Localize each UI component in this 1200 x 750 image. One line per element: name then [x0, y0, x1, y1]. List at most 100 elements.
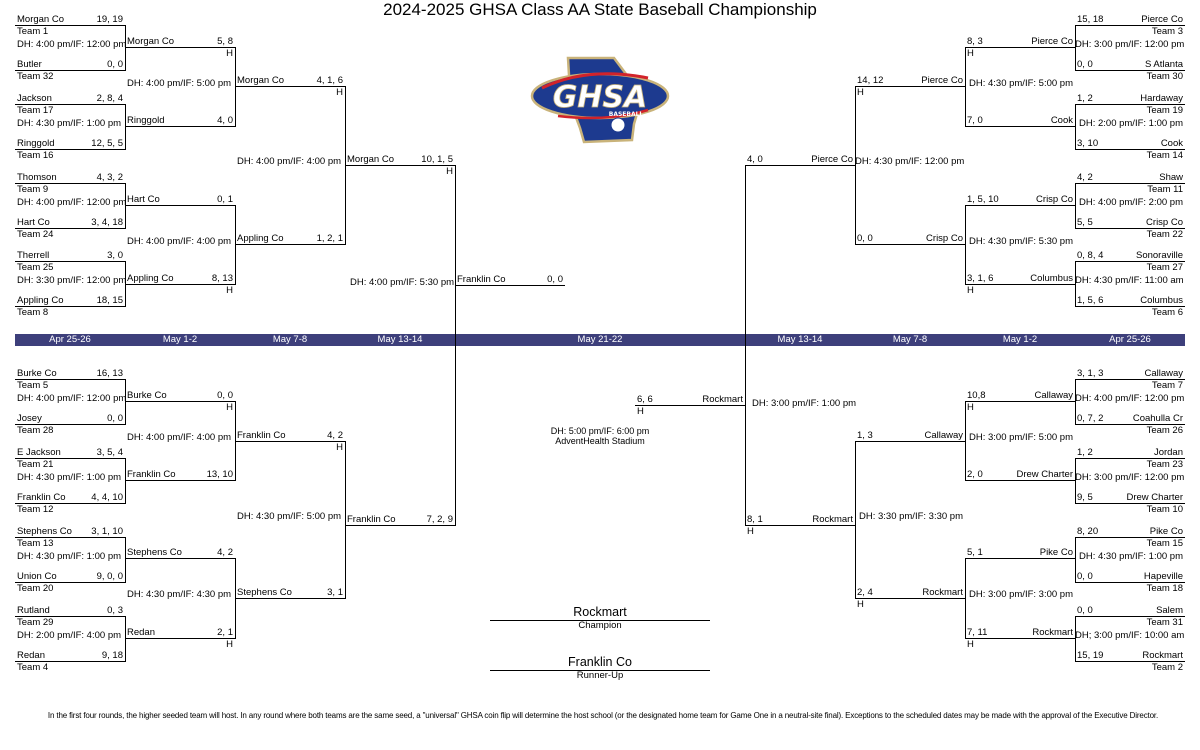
round-date: May 13-14 [377, 334, 423, 345]
team-score: 0, 0 [107, 413, 123, 424]
bracket-line [855, 441, 965, 442]
bracket-connector [125, 25, 126, 71]
team-name: Rockmart [702, 394, 743, 405]
game-schedule: DH: 2:00 pm/IF: 1:00 pm [1078, 117, 1183, 129]
team-name: Burke Co [127, 390, 167, 401]
home-indicator: H [336, 87, 343, 98]
bracket-connector [965, 205, 966, 285]
champion-label: Champion [578, 620, 622, 631]
bracket-connector [965, 401, 966, 481]
team-seed: Team 30 [1146, 71, 1183, 82]
team-seed: Team 27 [1146, 262, 1183, 273]
bracket-line [15, 104, 125, 105]
bracket-line [1075, 458, 1185, 459]
bracket-line [125, 284, 235, 285]
bracket-line [855, 598, 965, 599]
team-seed: Team 4 [17, 662, 49, 673]
team-score: 1, 2, 1 [316, 233, 343, 244]
team-seed: Team 3 [1151, 26, 1183, 37]
team-seed: Team 24 [17, 229, 54, 240]
team-name: Appling Co [237, 233, 284, 244]
team-seed: Team 23 [1146, 459, 1183, 470]
team-score: 3, 4, 18 [91, 217, 123, 228]
team-name: Pierce Co [811, 154, 853, 165]
team-seed: Team 13 [17, 538, 54, 549]
team-name: Coahulla Cr [1132, 413, 1183, 424]
team-score: 3, 1 [327, 587, 343, 598]
home-indicator: H [967, 285, 974, 296]
team-seed: Team 10 [1146, 504, 1183, 515]
team-name: Callaway [1034, 390, 1073, 401]
team-score: 13, 10 [206, 469, 233, 480]
bracket-connector [1075, 458, 1076, 504]
team-score: 19, 19 [96, 14, 123, 25]
home-indicator: H [336, 442, 343, 453]
team-score: 4, 2 [327, 430, 343, 441]
bracket-line [15, 458, 125, 459]
bracket-line [345, 525, 455, 526]
bracket-connector [745, 165, 746, 526]
home-indicator: H [226, 285, 233, 296]
round-date-bar: Apr 25-26 May 1-2 May 7-8 May 13-14 May 21-2… [15, 334, 1185, 346]
bracket-line [125, 126, 235, 127]
team-score: 4, 2 [1077, 172, 1093, 183]
team-score: 5, 5 [1077, 217, 1093, 228]
home-indicator: H [857, 599, 864, 610]
team-name: Pierce Co [1031, 36, 1073, 47]
bracket-line [965, 47, 1075, 48]
team-score: 0, 1 [217, 194, 233, 205]
team-name: Columbus [1140, 295, 1183, 306]
team-name: E Jackson [17, 447, 61, 458]
bracket-line [965, 126, 1075, 127]
bracket-connector [125, 537, 126, 583]
round-date: May 1-2 [162, 334, 198, 345]
team-seed: Team 9 [17, 184, 49, 195]
team-seed: Team 8 [17, 307, 49, 318]
home-indicator: H [747, 526, 754, 537]
game-schedule: DH: 4:00 pm/IF: 2:00 pm [1078, 196, 1183, 208]
game-schedule: DH: 3:00 pm/IF: 5:00 pm [968, 431, 1073, 443]
round-date: Apr 25-26 [1109, 334, 1151, 345]
game-schedule: DH: 4:00 pm/IF: 5:00 pm [127, 77, 232, 89]
team-name: Redan [127, 627, 155, 638]
team-name: Pike Co [1149, 526, 1183, 537]
runner-up-label: Runner-Up [576, 670, 624, 681]
team-seed: Team 31 [1146, 617, 1183, 628]
team-name: Jackson [17, 93, 52, 104]
home-indicator: H [637, 406, 644, 417]
bracket-line [1075, 149, 1185, 150]
game-schedule: DH: 4:00 pm/IF: 4:00 pm [127, 431, 232, 443]
team-name: Stephens Co [127, 547, 182, 558]
team-name: Franklin Co [457, 274, 506, 285]
team-name: Hart Co [127, 194, 160, 205]
logo-subtext: BASEBALL [609, 111, 644, 118]
bracket-connector [125, 183, 126, 229]
home-indicator: H [967, 402, 974, 413]
bracket-connector [965, 558, 966, 639]
team-score: 0, 0 [217, 390, 233, 401]
team-seed: Team 14 [1146, 150, 1183, 161]
team-name: Cook [1050, 115, 1073, 126]
bracket-line [15, 661, 125, 662]
team-seed: Team 17 [17, 105, 54, 116]
game-schedule: DH: 3:00 pm/IF: 1:00 pm [752, 398, 857, 409]
game-schedule: DH: 3:30 pm/IF: 12:00 pm [17, 274, 127, 286]
team-score: 9, 0, 0 [96, 571, 123, 582]
bracket-connector [125, 379, 126, 425]
final-schedule: DH: 5:00 pm/IF: 6:00 pm [550, 426, 650, 436]
round-date: May 7-8 [892, 334, 928, 345]
team-name: Therrell [17, 250, 50, 261]
team-name: Rockmart [1032, 627, 1073, 638]
round-date: May 21-22 [577, 334, 623, 345]
bracket-connector [235, 205, 236, 285]
team-score: 0, 0 [547, 274, 563, 285]
team-score: 0, 0 [1077, 605, 1093, 616]
home-indicator: H [226, 402, 233, 413]
team-score: 2, 0 [967, 469, 983, 480]
team-name: Sonoraville [1136, 250, 1183, 261]
team-score: 5, 8 [217, 36, 233, 47]
bracket-line [1075, 306, 1185, 307]
team-score: 4, 1, 6 [316, 75, 343, 86]
bracket-line [455, 285, 565, 286]
team-score: 10,8 [967, 390, 986, 401]
